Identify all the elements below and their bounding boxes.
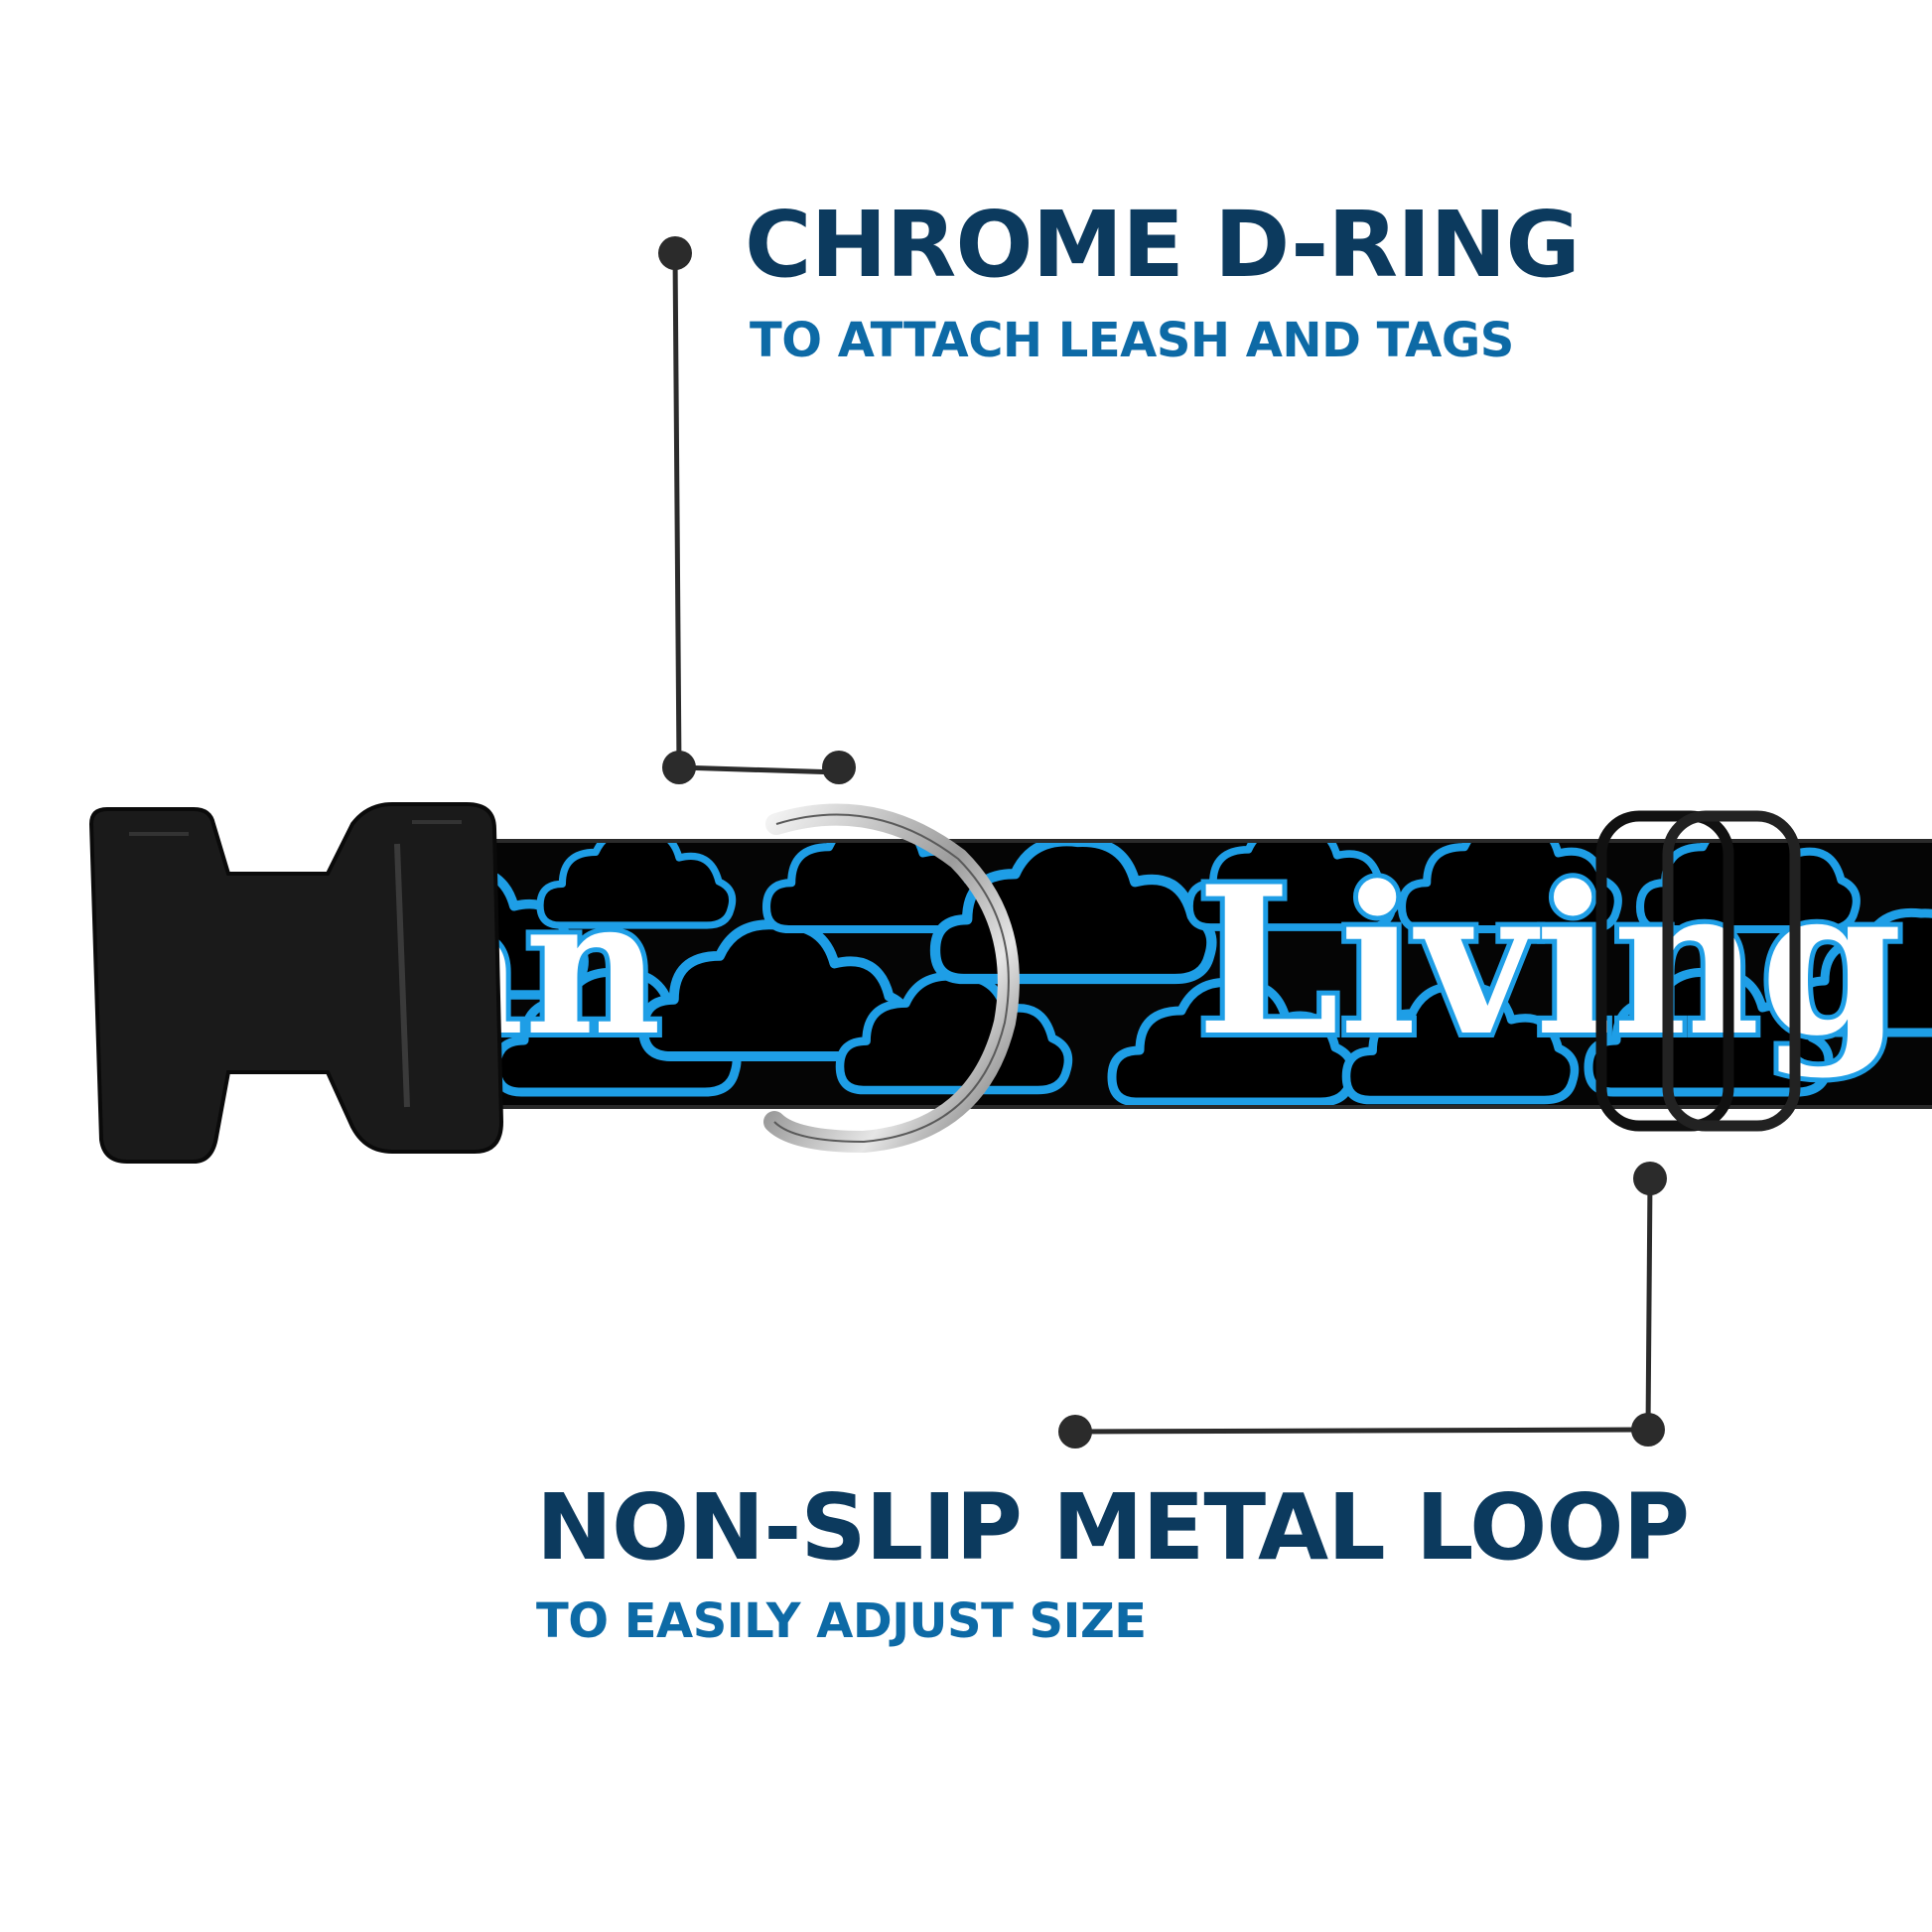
collar-print-text: Living xyxy=(1196,843,1902,1081)
collar-strap: an Living xyxy=(417,821,1932,1109)
side-release-buckle-icon xyxy=(88,802,504,1164)
callout-dot-icon xyxy=(658,236,692,270)
callout-dot-icon xyxy=(1633,1162,1667,1195)
slide-loop-icon xyxy=(1595,810,1801,1132)
loop-callout-subtitle: TO EASILY ADJUST SIZE xyxy=(536,1593,1147,1649)
d-ring-callout-title: CHROME D-RING xyxy=(745,192,1581,298)
loop-callout-title: NON-SLIP METAL LOOP xyxy=(536,1474,1690,1581)
cloud-shape xyxy=(766,821,983,929)
callout-dot-icon xyxy=(1058,1415,1092,1449)
callout-dot-icon xyxy=(662,751,696,784)
callout-dot-icon xyxy=(1631,1413,1665,1447)
d-ring-icon xyxy=(763,803,1020,1154)
loop-callout-leader xyxy=(1074,1177,1653,1435)
callout-dot-icon xyxy=(822,751,856,784)
d-ring-callout-subtitle: TO ATTACH LEASH AND TAGS xyxy=(750,313,1514,368)
